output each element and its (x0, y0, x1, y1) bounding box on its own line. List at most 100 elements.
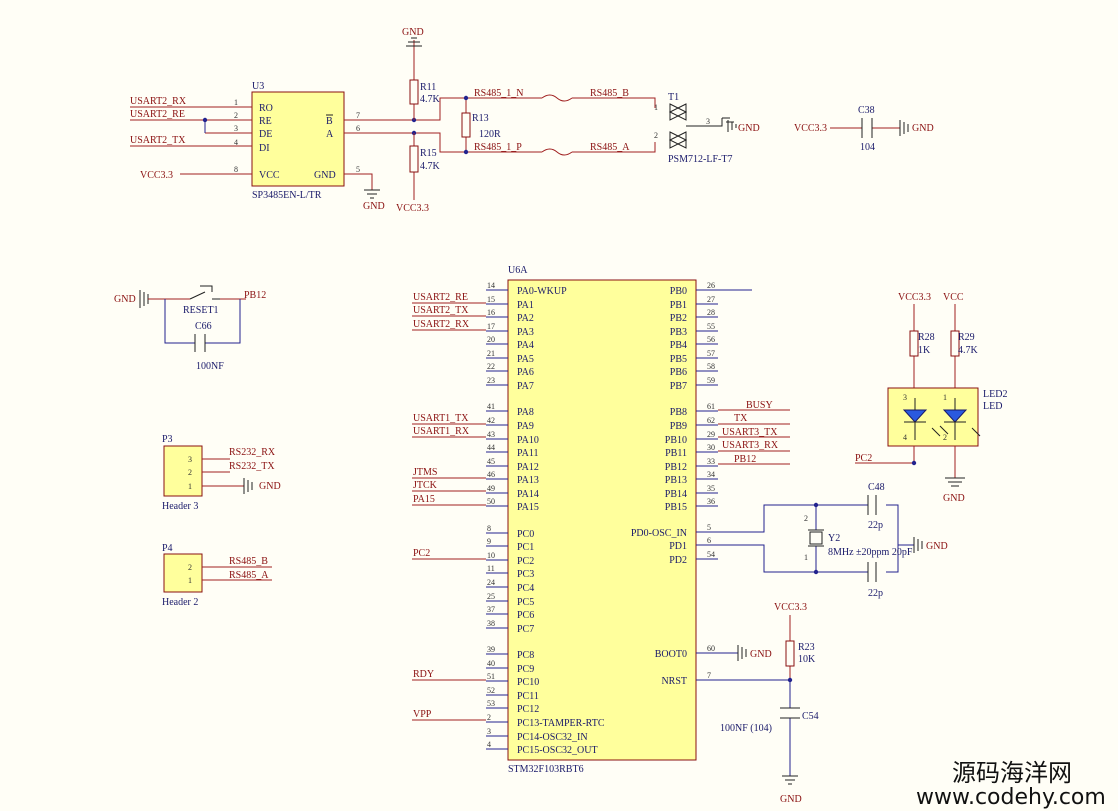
net-rs485-b-top: RS485_B (590, 88, 629, 99)
net-rs485-1-p: RS485_1_P (474, 142, 522, 153)
u6a-right-pin-label: PB5 (670, 354, 687, 365)
net-usart2-re-mcu: USART2_RE (413, 292, 468, 303)
u6a-left-pin-label: PA11 (517, 448, 539, 459)
u6a-left-pin-number: 14 (487, 281, 495, 290)
u6a-left-pin-number: 17 (487, 322, 495, 331)
u3-pin-di: DI (259, 143, 270, 154)
u3-pin-vcc: VCC (259, 170, 280, 181)
r15-resistor: R15 4.7K VCC3.3 (396, 133, 441, 214)
u6a-right-pin-number: 27 (707, 295, 715, 304)
net-rs485-1-n: RS485_1_N (474, 88, 523, 99)
net-gnd-boot0: GND (750, 649, 772, 660)
u6a-mcu: U6A STM32F103RBT6 PA0-WKUP14PA115PA216PA… (486, 265, 718, 775)
r11-ref: R11 (420, 82, 436, 93)
net-vpp: VPP (413, 709, 432, 720)
c48-ref: C48 (868, 482, 885, 493)
y2-ref: Y2 (828, 533, 840, 544)
u6a-left-pin-label: PA14 (517, 489, 539, 500)
u6a-part: STM32F103RBT6 (508, 764, 584, 775)
u6a-left-pin-label: PA3 (517, 327, 534, 338)
u6a-left-pin-label: PC2 (517, 556, 534, 567)
u6a-right-pin-label: PB1 (670, 300, 687, 311)
u3-pin-gnd: GND (314, 170, 336, 181)
u6a-left-pin-number: 9 (487, 537, 491, 546)
u6a-left-pin-label: PA2 (517, 313, 534, 324)
u6a-right-pin-number: 58 (707, 362, 715, 371)
u6a-right-pin-label: PD2 (669, 555, 687, 566)
led2-circuit: VCC3.3 VCC R28 1K R29 4.7K 3 1 4 2 LED2 … (855, 292, 1007, 504)
u6a-left-pin-label: PC13-TAMPER-RTC (517, 718, 605, 729)
reset-ref: RESET1 (183, 305, 219, 316)
t1-part: PSM712-LF-T7 (668, 154, 732, 165)
net-gnd-reset: GND (114, 294, 136, 305)
u6a-left-pin-label: PC1 (517, 542, 534, 553)
p3-header: P3 3 2 1 RS232_RX RS232_TX GND Header 3 (162, 434, 281, 512)
u3-ref: U3 (252, 81, 264, 92)
u6a-left-pin-label: PC5 (517, 597, 534, 608)
u3-pin-num-4: 4 (234, 138, 238, 147)
p3-pin-3: 3 (188, 455, 192, 464)
u6a-left-pin-label: PA4 (517, 340, 534, 351)
u6a-left-pin-number: 44 (487, 443, 495, 452)
u6a-left-pin-number: 52 (487, 686, 495, 695)
u6a-right-pin-number: 33 (707, 457, 715, 466)
u6a-left-pin-label: PA10 (517, 435, 539, 446)
u6a-left-pin-number: 21 (487, 349, 495, 358)
u6a-left-pin-label: PC6 (517, 610, 534, 621)
y2-pin-2: 2 (804, 514, 808, 523)
u6a-left-pin-label: PC11 (517, 691, 539, 702)
u6a-right-pin-number: 6 (707, 536, 711, 545)
net-vcc33-r15: VCC3.3 (396, 203, 429, 214)
p3-pin-1: 1 (188, 482, 192, 491)
p4-name: Header 2 (162, 597, 198, 608)
c49-val: 22p (868, 588, 883, 599)
u6a-left-pin-label: PC9 (517, 664, 534, 675)
r13-ref: R13 (472, 113, 489, 124)
u6a-right-pin-label: PB8 (670, 407, 687, 418)
u6a-left-pin-label: PA6 (517, 367, 534, 378)
p3-name: Header 3 (162, 501, 198, 512)
u6a-right-pin-number: 57 (707, 349, 715, 358)
p3-ref: P3 (162, 434, 173, 445)
r11-val: 4.7K (420, 94, 441, 105)
r13-val: 120R (479, 129, 501, 140)
net-vcc33-u3: VCC3.3 (140, 170, 173, 181)
net-tx: TX (734, 413, 748, 424)
u6a-right-pin-label: PB9 (670, 421, 687, 432)
u6a-left-pin-number: 4 (487, 740, 491, 749)
r11-resistor: R11 4.7K (409, 40, 441, 120)
u3-pin-a: A (326, 129, 334, 140)
u6a-right-pin-label: PB11 (665, 448, 687, 459)
u6a-left-pin-number: 51 (487, 672, 495, 681)
u6a-right-pin-number: 60 (707, 644, 715, 653)
u6a-right-nets: BUSY TX USART3_TX USART3_RX PB12 (718, 289, 790, 465)
u6a-left-pin-number: 22 (487, 362, 495, 371)
u6a-right-pin-number: 55 (707, 322, 715, 331)
u6a-left-pin-number: 39 (487, 645, 495, 654)
c38-capacitor: VCC3.3 C38 104 GND (794, 105, 934, 153)
u6a-left-pin-label: PA0-WKUP (517, 286, 567, 297)
u6a-right-pin-number: 28 (707, 308, 715, 317)
net-usart2-rx: USART2_RX (130, 96, 187, 107)
net-pa15: PA15 (413, 494, 435, 505)
u6a-left-pin-number: 40 (487, 659, 495, 668)
net-gnd-c38: GND (912, 123, 934, 134)
u6a-left-pin-number: 45 (487, 457, 495, 466)
u6a-right-pin-number: 34 (707, 470, 715, 479)
r28-ref: R28 (918, 332, 935, 343)
u6a-left-pin-number: 16 (487, 308, 495, 317)
net-gnd-u3: GND (363, 201, 385, 212)
u3-pin-b: B (326, 116, 333, 127)
net-jtms: JTMS (413, 467, 437, 478)
u6a-left-pin-label: PA15 (517, 502, 539, 513)
net-rs485-a-p4: RS485_A (229, 570, 269, 581)
u6a-right-pin-number: 29 (707, 430, 715, 439)
u6a-right-pin-label: PB15 (665, 502, 687, 513)
u3-body (251, 91, 345, 187)
u6a-left-pin-number: 41 (487, 402, 495, 411)
r29-ref: R29 (958, 332, 975, 343)
r15-val: 4.7K (420, 161, 441, 172)
u3-pin-num-2: 2 (234, 111, 238, 120)
led2-pin-4: 4 (903, 433, 907, 442)
p3-pin-2: 2 (188, 468, 192, 477)
